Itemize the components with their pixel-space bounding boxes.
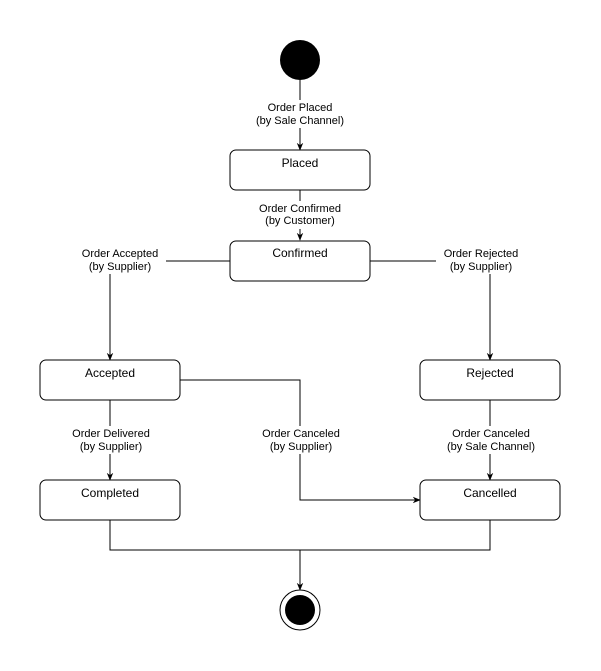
label-order-placed-line1: Order Placed [268,102,333,114]
state-placed-label: Placed [282,156,319,170]
state-cancelled: Cancelled [419,479,561,521]
state-confirmed: Confirmed [229,240,371,282]
label-order-rejected: Order Rejected (by Supplier) [436,246,526,274]
label-order-confirmed-line1: Order Confirmed [259,203,341,215]
initial-state [280,40,320,80]
label-order-canceled-supplier-line2: (by Supplier) [270,441,332,453]
label-order-canceled-supplier-line1: Order Canceled [262,428,340,440]
label-order-confirmed: Order Confirmed (by Customer) [254,201,346,229]
label-order-canceled-channel: Order Canceled (by Sale Channel) [442,426,540,454]
label-order-accepted: Order Accepted (by Supplier) [74,246,166,274]
label-order-placed: Order Placed (by Sale Channel) [252,100,350,128]
edge-confirmed-to-rejected [370,260,494,361]
label-order-confirmed-line2: (by Customer) [265,215,335,227]
label-order-canceled-channel-line1: Order Canceled [452,428,530,440]
state-rejected: Rejected [419,359,561,401]
label-order-delivered-line1: Order Delivered [72,428,150,440]
edge-confirmed-to-accepted [106,260,230,361]
label-order-rejected-line1: Order Rejected [444,248,519,260]
label-order-rejected-line2: (by Supplier) [450,261,512,273]
label-order-delivered: Order Delivered (by Supplier) [66,426,156,454]
label-order-canceled-supplier: Order Canceled (by Supplier) [256,426,346,454]
label-order-canceled-channel-line2: (by Sale Channel) [447,441,535,453]
label-order-placed-line2: (by Sale Channel) [256,115,344,127]
state-accepted-label: Accepted [85,366,135,380]
edge-cancelled-to-final [300,520,491,551]
edge-completed-to-final [109,520,304,591]
state-placed: Placed [229,149,371,191]
state-completed-label: Completed [81,486,139,500]
label-order-accepted-line1: Order Accepted [82,248,158,260]
state-accepted: Accepted [39,359,181,401]
state-confirmed-label: Confirmed [272,246,327,260]
label-order-delivered-line2: (by Supplier) [80,441,142,453]
state-completed: Completed [39,479,181,521]
final-state [279,589,321,631]
label-order-accepted-line2: (by Supplier) [89,261,151,273]
state-cancelled-label: Cancelled [463,486,516,500]
state-rejected-label: Rejected [466,366,513,380]
